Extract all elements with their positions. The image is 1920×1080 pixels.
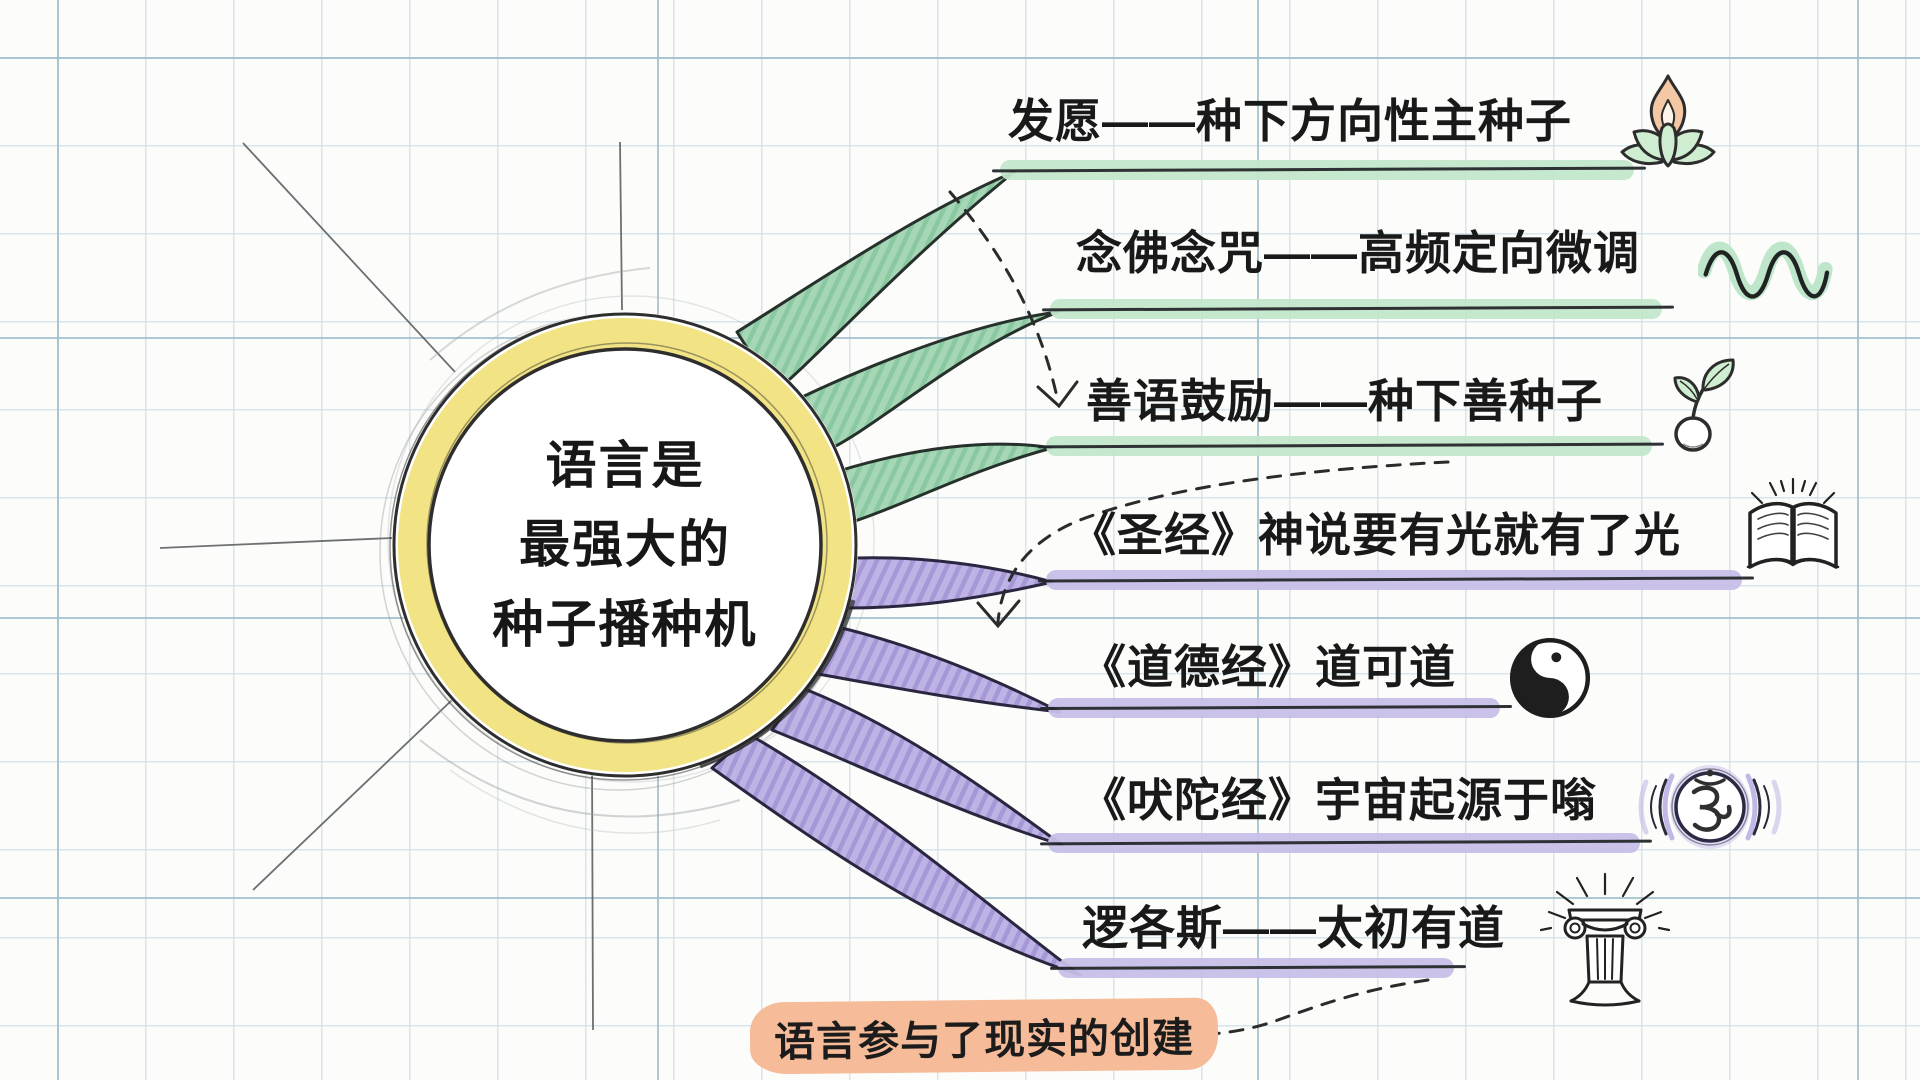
central-topic-line: 种子播种机	[492, 595, 758, 653]
branch-label-4: 《圣经》神说要有光就有了光	[1070, 509, 1681, 561]
dashed-arrow	[996, 460, 1450, 624]
underline-highlight-4	[1046, 570, 1742, 590]
central-topic-line: 最强大的	[518, 516, 731, 574]
sound-wave-icon	[1698, 238, 1833, 303]
branch-label-5: 《道德经》道可道	[1080, 641, 1456, 693]
sprout-icon	[1645, 352, 1750, 457]
dashed-arrow	[948, 190, 1060, 404]
ray-lines	[159, 141, 623, 1031]
central-topic-line: 语言是	[545, 437, 705, 495]
underline-highlight-3	[1046, 436, 1652, 456]
conclusion-callout: 语言参与了现实的创建	[749, 997, 1219, 1075]
conclusion-label: 语言参与了现实的创建	[773, 1014, 1195, 1066]
branch-label-2: 念佛念咒——高频定向微调	[1076, 227, 1640, 279]
branch-label-7: 逻各斯——太初有道	[1082, 902, 1505, 954]
underline-highlight-6	[1048, 833, 1640, 853]
lotus-flame-icon	[1618, 70, 1718, 175]
central-topic: 语言是 最强大的 种子播种机	[405, 392, 845, 698]
branch-label-1: 发愿——种下方向性主种子	[1008, 95, 1572, 147]
underline-highlight-7	[1058, 958, 1454, 978]
yin-yang-icon	[1505, 632, 1595, 724]
branch-label-6: 《吠陀经》宇宙起源于嗡	[1080, 774, 1597, 826]
open-book-icon	[1738, 475, 1848, 585]
greek-column-icon	[1525, 860, 1675, 1010]
underline-highlight-5	[1048, 698, 1500, 718]
central-node-circle	[389, 312, 858, 781]
column-rays	[1539, 872, 1671, 932]
underline-highlight-1	[1000, 160, 1634, 180]
book-rays	[1750, 477, 1836, 505]
underline-highlight-2	[1050, 299, 1662, 319]
branch-label-3: 善语鼓励——种下善种子	[1086, 375, 1603, 427]
om-icon	[1632, 750, 1787, 865]
